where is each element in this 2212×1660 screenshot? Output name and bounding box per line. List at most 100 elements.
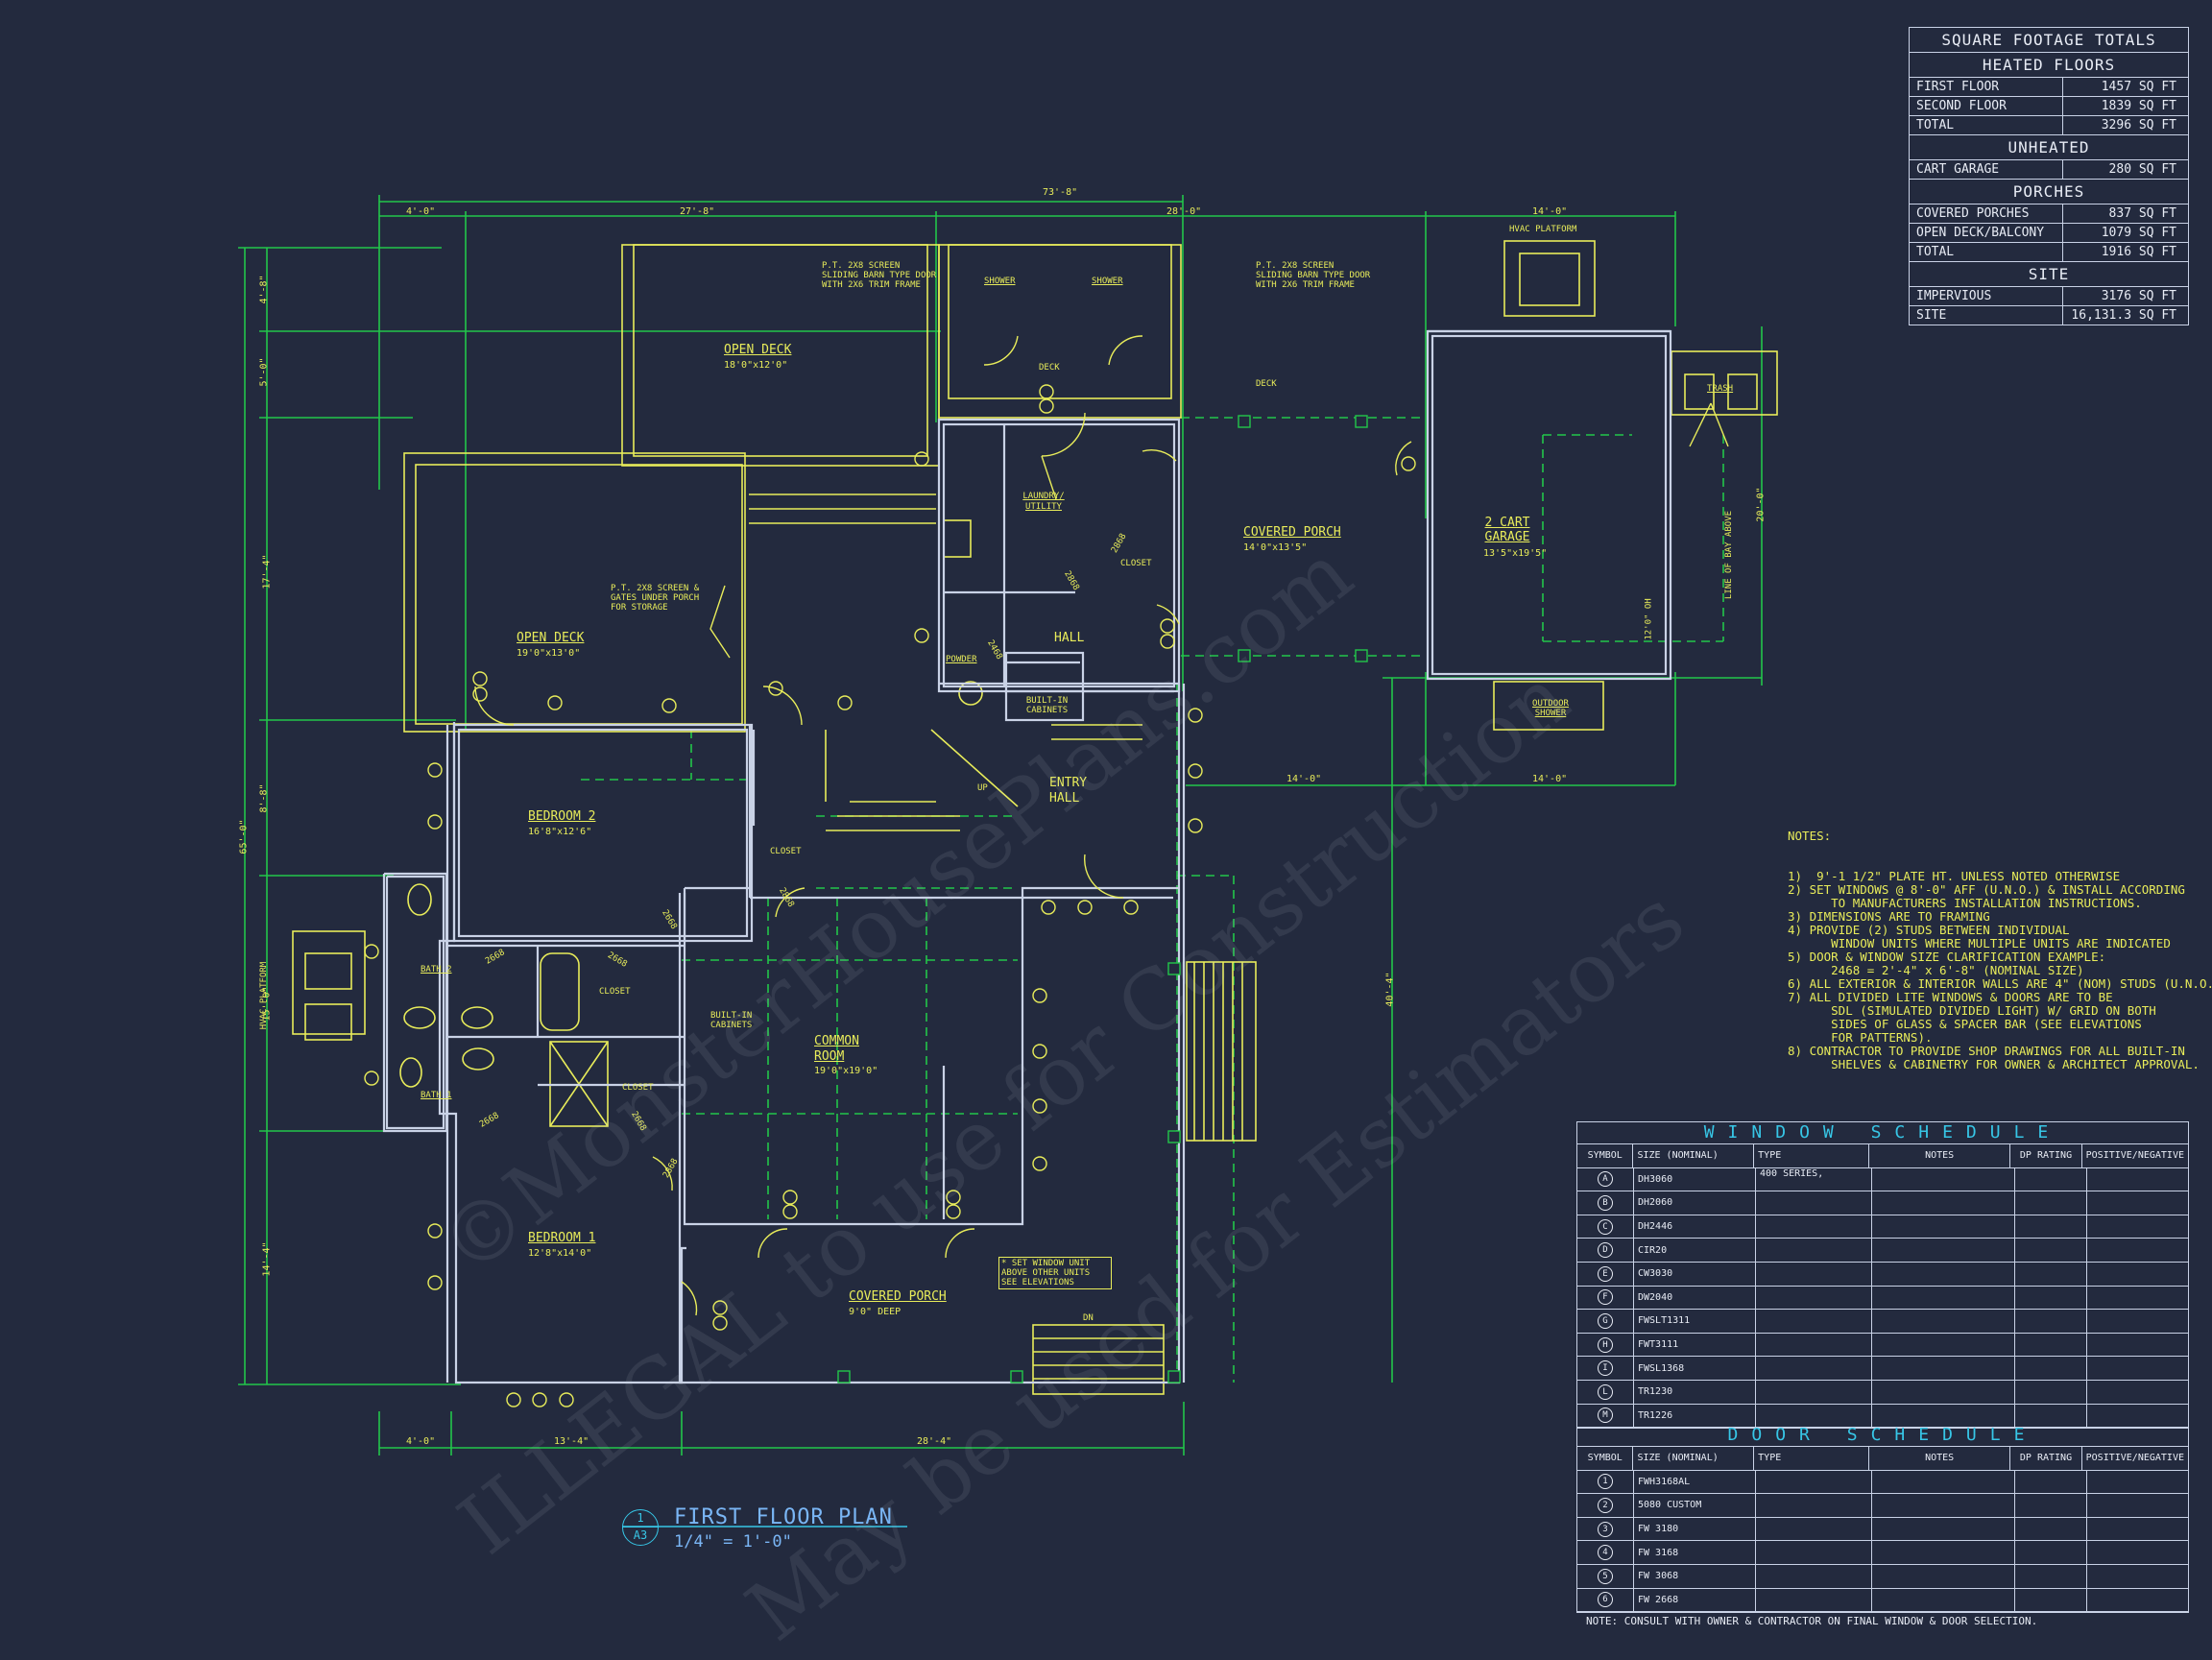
label-powder: POWDER <box>946 655 977 664</box>
door-swings <box>474 335 1729 1316</box>
sqft-value: 3176 SQ FT <box>2101 289 2176 303</box>
dim-top-c: 28'-0" <box>1166 206 1202 217</box>
column-markers <box>837 415 1368 1383</box>
dim-left-a: 4'-8" <box>258 275 270 304</box>
size-cell: FW 3168 <box>1634 1541 1756 1564</box>
drawing-title: FIRST FLOOR PLAN <box>674 1505 893 1529</box>
empty-cell <box>2087 1471 2188 1494</box>
dim-bot-c: 28'-4" <box>917 1436 952 1447</box>
dim-top-b: 27'-8" <box>680 206 715 217</box>
type-cell <box>1756 1286 1872 1310</box>
symbol-marker: 3 <box>1598 1521 1613 1537</box>
note-line: TO MANUFACTURERS INSTALLATION INSTRUCTIO… <box>1788 896 2142 910</box>
dim-left-b: 5'-0" <box>258 357 270 387</box>
note-window-unit: * SET WINDOW UNIT ABOVE OTHER UNITS SEE … <box>998 1257 1112 1289</box>
dim-left-f: 14'-4" <box>261 1241 273 1277</box>
room-size-open-deck-left: 19'0"x13'0" <box>517 648 581 659</box>
column-header: SYMBOL <box>1577 1144 1634 1167</box>
empty-cell <box>2015 1215 2087 1239</box>
size-cell: DH2446 <box>1634 1215 1756 1239</box>
room-name-common-room: COMMON ROOM <box>814 1034 859 1064</box>
empty-cell <box>2087 1405 2188 1428</box>
dim-garage-b: 14'-0" <box>1532 774 1568 784</box>
symbol-cell: M <box>1577 1404 1634 1428</box>
symbol-cell: H <box>1577 1333 1634 1357</box>
note-line: 2468 = 2'-4" x 6'-8" (NOMINAL SIZE) <box>1788 963 2084 977</box>
detail-number: 1 <box>637 1511 644 1525</box>
empty-cell <box>1872 1239 2015 1262</box>
empty-cell <box>1872 1215 2015 1239</box>
symbol-marker: 5 <box>1598 1568 1613 1584</box>
label-trash: TRASH <box>1707 384 1734 394</box>
dim-top-a: 4'-0" <box>406 206 436 217</box>
symbol-marker: I <box>1598 1360 1613 1377</box>
symbol-marker: L <box>1598 1383 1613 1400</box>
symbol-marker: A <box>1598 1171 1613 1188</box>
room-size-common-room: 19'0"x19'0" <box>814 1066 878 1076</box>
door-tag-2668-c: 2668 <box>605 950 629 970</box>
sqft-label: OPEN DECK/BALCONY <box>1910 224 2063 242</box>
symbol-cell: D <box>1577 1239 1634 1262</box>
sqft-label: COVERED PORCHES <box>1910 204 2063 223</box>
note-line: SIDES OF GLASS & SPACER BAR (SEE ELEVATI… <box>1788 1017 2142 1031</box>
empty-cell <box>1872 1310 2015 1333</box>
empty-cell <box>2087 1263 2188 1286</box>
size-cell: FW 2668 <box>1634 1588 1756 1612</box>
empty-cell <box>2015 1167 2087 1191</box>
sqft-value: 1457 SQ FT <box>2101 80 2176 94</box>
label-deck-1: DECK <box>1039 363 1060 373</box>
label-bath-2: BATH 2 <box>421 965 452 974</box>
door-tag-2668-d: 2668 <box>477 1111 501 1130</box>
type-cell <box>1756 1541 1872 1564</box>
empty-cell <box>2087 1565 2188 1588</box>
type-cell: 400 SERIES, <box>1756 1167 1872 1191</box>
empty-cell <box>1872 1191 2015 1215</box>
symbol-marker: 2 <box>1598 1497 1613 1513</box>
dim-left-c: 17'-4" <box>261 554 273 589</box>
dim-overall-top: 73'-8" <box>1043 187 1078 198</box>
empty-cell <box>1872 1494 2015 1517</box>
door-tag-2868-d: 2868 <box>661 1157 681 1180</box>
size-cell: FW 3180 <box>1634 1517 1756 1541</box>
empty-cell <box>1872 1404 2015 1428</box>
empty-cell <box>2015 1380 2087 1404</box>
door-schedule-title: DOOR SCHEDULE <box>1577 1425 2188 1447</box>
type-cell <box>1756 1357 1872 1380</box>
room-name-covered-porch-bottom: COVERED PORCH <box>849 1289 947 1304</box>
symbol-cell: 5 <box>1577 1564 1634 1588</box>
empty-cell <box>1872 1357 2015 1380</box>
sqft-value: 3296 SQ FT <box>2101 118 2176 132</box>
note-screen-gates: P.T. 2X8 SCREEN & GATES UNDER PORCH FOR … <box>611 584 700 613</box>
room-size-bedroom-1: 12'8"x14'0" <box>528 1248 592 1259</box>
type-cell <box>1756 1262 1872 1286</box>
sqft-value: 837 SQ FT <box>2108 206 2176 221</box>
label-closet-bath2: CLOSET <box>599 987 631 997</box>
empty-cell <box>1872 1380 2015 1404</box>
note-line: SDL (SIMULATED DIVIDED LIGHT) W/ GRID ON… <box>1788 1003 2156 1018</box>
symbol-cell: 3 <box>1577 1517 1634 1541</box>
notes-title: NOTES: <box>1788 829 1832 843</box>
sqft-label: CART GARAGE <box>1910 160 2063 179</box>
empty-cell <box>2015 1286 2087 1310</box>
door-tag-2668-a: 2668 <box>660 908 679 931</box>
door-tag-2468: 2468 <box>985 638 1004 662</box>
note-line: SHELVES & CABINETRY FOR OWNER & ARCHITEC… <box>1788 1057 2200 1071</box>
symbol-marker: H <box>1598 1336 1613 1353</box>
empty-cell <box>2087 1518 2188 1541</box>
empty-cell <box>2087 1494 2188 1517</box>
empty-cell <box>2087 1541 2188 1564</box>
note-line: 4) PROVIDE (2) STUDS BETWEEN INDIVIDUAL <box>1788 923 2070 937</box>
